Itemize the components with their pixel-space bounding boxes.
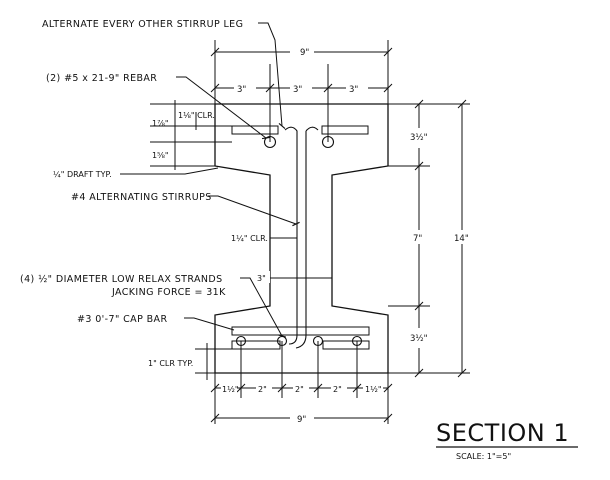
dim-top-cover-1: 1⅞" bbox=[152, 119, 169, 128]
top-seg-dims bbox=[210, 64, 393, 142]
label-clr-typ: 1" CLR TYP. bbox=[148, 359, 193, 368]
top-bar-left bbox=[231, 125, 279, 135]
dim-right-bot: 3½" bbox=[410, 334, 428, 344]
label-stirrups: #4 ALTERNATING STIRRUPS bbox=[71, 192, 212, 203]
leader-strands bbox=[240, 277, 286, 338]
leader-draft bbox=[120, 167, 219, 175]
dim-bot-seg-5: 1½" bbox=[365, 385, 382, 394]
top-cover-dims bbox=[150, 100, 232, 170]
label-draft: ¼" DRAFT TYP. bbox=[53, 170, 112, 179]
dim-top-width: 9" bbox=[300, 48, 309, 58]
leader-stirrups bbox=[208, 195, 300, 227]
dim-bottom-width: 9" bbox=[297, 415, 306, 425]
dim-total-height: 14" bbox=[454, 234, 469, 244]
leader-cap-bar bbox=[184, 317, 235, 331]
label-cap-bar: #3 0'-7" CAP BAR bbox=[77, 314, 167, 325]
dim-top-seg-2: 3" bbox=[293, 85, 302, 95]
clr-typ-dim bbox=[195, 343, 232, 380]
label-strands-1: (4) ½" DIAMETER LOW RELAX STRANDS bbox=[20, 274, 223, 285]
leader-rebar bbox=[176, 76, 270, 140]
dim-web-width: 3" bbox=[257, 274, 266, 283]
bottom-bar-right bbox=[322, 340, 370, 350]
dim-top-seg-1: 3" bbox=[237, 85, 246, 95]
scale-label: SCALE: 1"=5" bbox=[456, 452, 511, 461]
top-bar-right bbox=[321, 125, 369, 135]
dim-bot-seg-2: 2" bbox=[258, 385, 267, 394]
label-alternate-stirrup: ALTERNATE EVERY OTHER STIRRUP LEG bbox=[42, 19, 243, 30]
dim-bot-seg-3: 2" bbox=[295, 385, 304, 394]
dim-bot-seg-4: 2" bbox=[333, 385, 342, 394]
label-rebar: (2) #5 x 21-9" REBAR bbox=[46, 73, 157, 84]
dim-top-clr: 1⅛" CLR. bbox=[178, 111, 215, 120]
dim-top-seg-3: 3" bbox=[349, 85, 358, 95]
dim-right-top: 3½" bbox=[410, 133, 428, 143]
dim-flange-step: 1⅝" bbox=[152, 151, 169, 160]
leader-alternate bbox=[258, 22, 286, 129]
cap-bar bbox=[231, 326, 370, 336]
dim-right-mid: 7" bbox=[413, 234, 422, 244]
dim-bot-seg-1: 1½" bbox=[222, 385, 239, 394]
label-strands-2: JACKING FORCE = 31K bbox=[111, 287, 226, 298]
dim-web-clr: 1¼" CLR. bbox=[231, 234, 268, 243]
section-title: SECTION 1 bbox=[436, 419, 569, 447]
